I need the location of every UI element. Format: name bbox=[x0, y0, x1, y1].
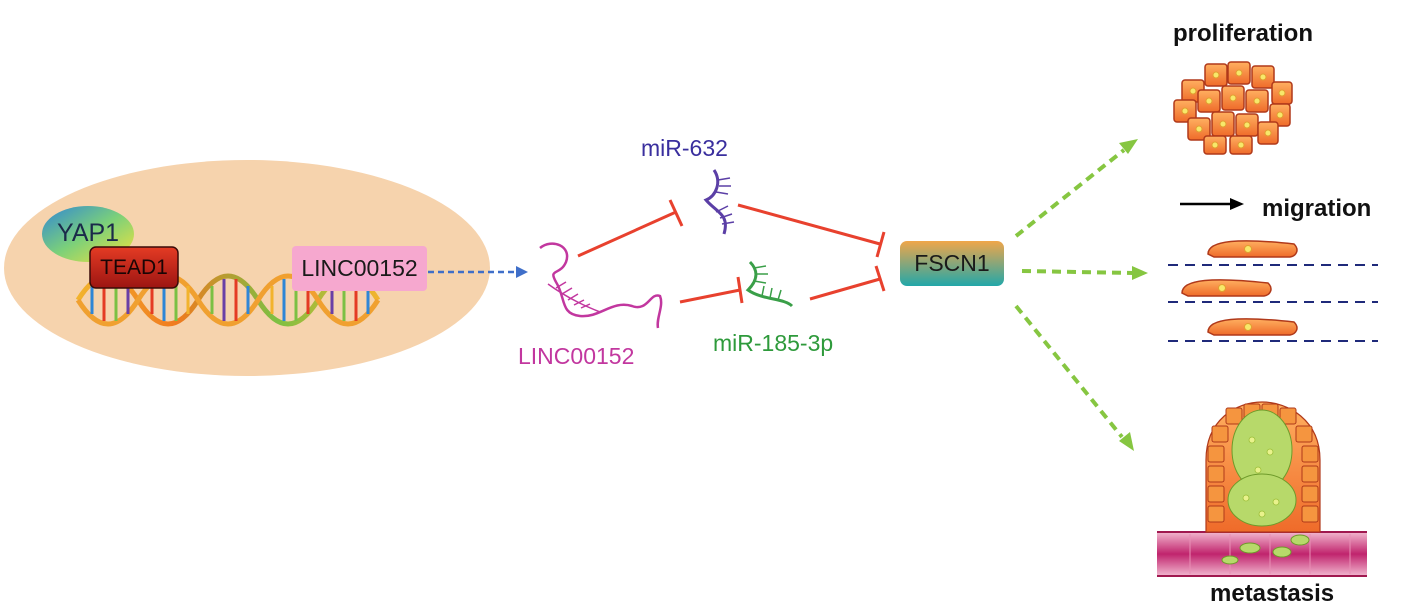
activation-arrowheads bbox=[1119, 139, 1148, 451]
proliferation-cell-cluster bbox=[1173, 61, 1293, 155]
transcription-arrow bbox=[428, 266, 528, 278]
activation-arrows bbox=[1014, 148, 1135, 439]
fscn1-label: FSCN1 bbox=[914, 250, 990, 276]
migration-label: migration bbox=[1262, 195, 1372, 222]
proliferation-label: proliferation bbox=[1173, 20, 1314, 47]
invading-cells bbox=[1221, 409, 1310, 565]
metastasis-label: metastasis bbox=[1210, 580, 1335, 607]
invading-cell-nuclei bbox=[1242, 436, 1280, 518]
migration-lanes bbox=[1168, 264, 1378, 342]
mir632-inhibits-fscn1 bbox=[737, 203, 881, 246]
linc00152-gene-box bbox=[292, 246, 427, 291]
linc00152-rna-label: LINC00152 bbox=[518, 343, 635, 369]
migrating-cells bbox=[1181, 240, 1298, 336]
linc-inhibits-mir632 bbox=[577, 210, 677, 258]
tead1-protein bbox=[89, 246, 179, 289]
proliferation-nuclei bbox=[1181, 69, 1286, 149]
mir632-label: miR-632 bbox=[641, 135, 728, 161]
mir632-rna bbox=[703, 169, 735, 235]
inhibition-links bbox=[577, 199, 886, 304]
tead1-label: TEAD1 bbox=[100, 255, 168, 279]
migration-direction-arrow bbox=[1180, 198, 1244, 210]
mir185-3p-label: miR-185-3p bbox=[713, 330, 834, 356]
migrating-cell-nuclei bbox=[1218, 245, 1252, 331]
yap1-label: YAP1 bbox=[57, 219, 120, 247]
linc00152-rna bbox=[539, 242, 663, 329]
nucleus bbox=[4, 160, 490, 376]
linc00152-gene-label: LINC00152 bbox=[301, 255, 418, 281]
fscn1-box bbox=[900, 241, 1004, 286]
linc-inhibits-mir185 bbox=[679, 288, 741, 304]
blood-vessel bbox=[1157, 531, 1367, 577]
mir185-inhibits-fscn1 bbox=[809, 277, 881, 301]
mir185-3p-rna bbox=[745, 260, 794, 308]
